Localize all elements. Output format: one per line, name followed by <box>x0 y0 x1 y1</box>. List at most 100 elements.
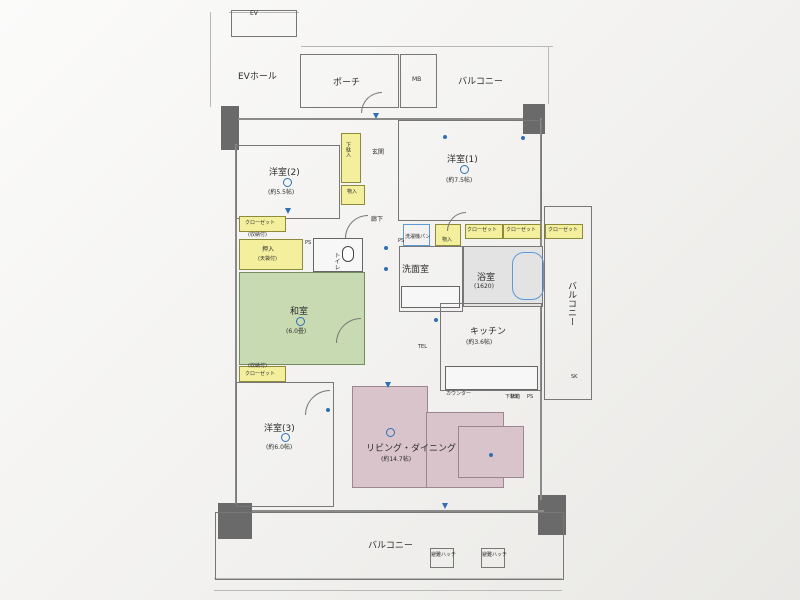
ev-box <box>231 10 297 37</box>
counter-label: カウンター <box>446 391 472 397</box>
outer-left-line <box>235 144 237 504</box>
western1-size: (約7.5帖) <box>446 177 473 184</box>
bottom-left-wall <box>218 503 252 539</box>
closet-2 <box>503 224 541 239</box>
closet-3 <box>545 224 583 239</box>
mark-7 <box>489 453 493 457</box>
cabinet-label-2: (収納付) <box>248 363 267 369</box>
mark-9 <box>285 208 291 214</box>
porch-box <box>300 54 399 108</box>
mark-5 <box>384 267 388 271</box>
wash-storage-label: 物入 <box>442 237 453 243</box>
closet-lower-label: クローゼット <box>245 371 276 377</box>
kitchen-size: (約3.6帖) <box>466 339 493 346</box>
closet-small-label: クローゼット <box>245 220 276 226</box>
ev-top-rail <box>229 12 299 13</box>
shoe-storage-label: 下駄入 <box>345 142 351 157</box>
bottom-right-wall <box>538 495 566 535</box>
toilet-fixture <box>342 246 354 262</box>
mark-11 <box>442 503 448 509</box>
tel-label: TEL <box>418 344 427 350</box>
bottom-balcony <box>215 512 564 580</box>
ps1-label: PS <box>305 240 312 246</box>
japanese-light <box>296 317 305 326</box>
closet-lower <box>239 366 286 382</box>
ev-hall-label: EVホール <box>238 72 277 82</box>
western3-room <box>236 382 334 507</box>
closet-1-label: クローゼット <box>467 227 498 233</box>
ev-left-rail <box>210 12 211 107</box>
western3-size: (約6.0帖) <box>266 444 293 451</box>
balcony-bottom-label: バルコニー <box>368 541 413 551</box>
entrance-label: 玄関 <box>372 149 385 156</box>
bath-size-label: (1620) <box>474 283 494 290</box>
futon-label: (天袋付) <box>258 256 277 262</box>
toilet-label: トイレ <box>333 252 340 270</box>
hatch-1-label: 避難ハッチ <box>431 552 457 558</box>
bottom-balcony-rail <box>214 578 562 579</box>
living-light <box>386 428 395 437</box>
top-left-wall <box>221 106 239 150</box>
washroom-label: 洗面室 <box>402 265 430 275</box>
mark-8 <box>373 113 379 119</box>
hall-label: 廊下 <box>371 216 384 223</box>
porch-label: ポーチ <box>333 78 361 88</box>
mark-3 <box>434 318 438 322</box>
closet-2-label: クローゼット <box>506 227 537 233</box>
japanese-label: 和室 <box>290 307 309 317</box>
western2-light <box>283 178 292 187</box>
hatch-1 <box>430 548 454 568</box>
kitchen-room <box>440 303 542 391</box>
western1-label: 洋室(1) <box>447 155 478 165</box>
western3-label: 洋室(3) <box>264 424 295 434</box>
kitchen-label: キッチン <box>470 327 507 337</box>
ev-label: EV <box>250 10 258 17</box>
ps4-label: PS <box>511 394 518 400</box>
western2-label: 洋室(2) <box>269 168 300 178</box>
bathtub <box>512 252 544 300</box>
storage-label: 物入 <box>347 189 358 195</box>
bathroom-label: 浴室 <box>477 273 496 283</box>
upper-right-vertical <box>548 46 549 104</box>
western1-light <box>460 165 469 174</box>
living-zone-c <box>458 426 524 478</box>
mark-6 <box>326 408 330 412</box>
living-dining-size: (約14.7帖) <box>381 456 412 463</box>
shoe-storage <box>341 133 361 183</box>
hatch-2-label: 避難ハッチ <box>482 552 508 558</box>
cabinet-label-1: (収納付) <box>248 232 267 238</box>
western2-size: (約5.5帖) <box>268 189 295 196</box>
outer-bottom-line <box>252 510 544 512</box>
balcony-side-label: バルコニー <box>566 281 576 326</box>
japanese-size: (6.0畳) <box>286 328 307 335</box>
kitchen-counter <box>445 366 538 390</box>
toilet-room <box>313 238 363 272</box>
living-zone-a <box>352 386 428 488</box>
bathroom <box>463 246 543 307</box>
washer-pan <box>403 224 430 246</box>
ps3-label: PS <box>527 394 534 400</box>
ps2-label: PS <box>398 238 405 244</box>
living-dining-label: リビング・ダイニング <box>366 444 457 454</box>
closet-storage-label: 押入 <box>262 246 275 253</box>
upper-right-rail <box>301 46 553 47</box>
side-balcony <box>544 206 592 400</box>
closet-3-label: クローゼット <box>548 227 579 233</box>
closet-small-box <box>239 216 286 232</box>
closet-1 <box>465 224 503 239</box>
mb-label: MB <box>412 76 422 83</box>
western3-light <box>281 433 290 442</box>
basin-counter <box>401 286 460 308</box>
mb-box <box>400 54 437 108</box>
mark-4 <box>384 246 388 250</box>
hatch-2 <box>481 548 505 568</box>
outer-top-line <box>238 118 523 120</box>
top-right-wall <box>523 104 545 134</box>
mark-1 <box>443 135 447 139</box>
stairs-label: 下駄箱 <box>505 394 521 400</box>
western2-room <box>236 145 340 219</box>
washer-label: 洗濯機パン <box>405 234 431 240</box>
mark-10 <box>385 382 391 388</box>
balcony-top-label: バルコニー <box>458 77 503 87</box>
western1-room <box>398 120 542 221</box>
